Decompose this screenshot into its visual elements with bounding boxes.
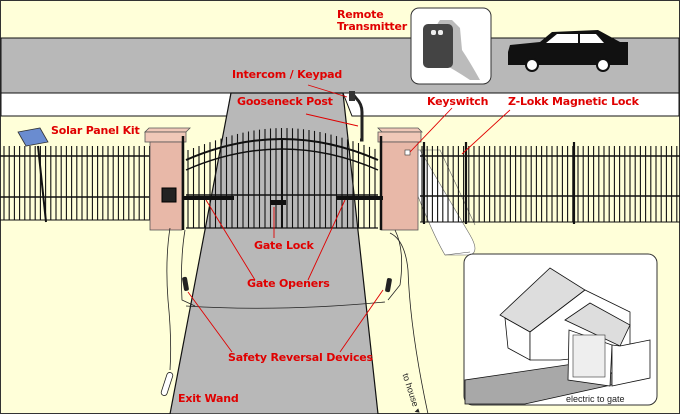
remote-transmitter-icon [410,7,492,85]
wire-left [181,229,196,307]
fence-left [0,146,151,221]
label-gooseneck-post: Gooseneck Post [237,95,333,108]
label-remote-transmitter: Remote Transmitter [337,9,407,33]
house-inset-icon [444,251,658,406]
gooseneck-post [350,92,364,142]
label-electric-to-gate: electric to gate [566,394,625,404]
wire-to-house [389,232,429,414]
control-box [161,187,177,203]
pillar-left [144,127,191,231]
intercom-keypad-icon [349,91,355,101]
label-gate-lock: Gate Lock [254,239,314,252]
label-gate-openers: Gate Openers [247,277,330,290]
label-safety-reversal-devices: Safety Reversal Devices [228,351,373,364]
wire-exit-wand [166,227,172,371]
keyswitch-icon [404,149,411,156]
gate-arch [185,138,379,161]
label-remote-line2: Transmitter [337,20,407,33]
label-remote-line1: Remote [337,8,384,21]
safety-reversal-device-right [385,278,392,293]
label-keyswitch: Keyswitch [427,95,489,108]
car-icon [508,30,628,72]
exit-wand-icon [160,372,174,396]
label-zlokk-magnetic-lock: Z-Lokk Magnetic Lock [508,95,639,108]
label-exit-wand: Exit Wand [178,392,239,405]
safety-reversal-device-left [182,276,189,291]
gate-lock-icon [270,200,286,205]
pillar-right [377,127,423,231]
fence-right [420,142,680,224]
solar-panel-icon [17,127,49,223]
wire-right [387,229,403,301]
label-solar-panel-kit: Solar Panel Kit [51,124,140,137]
gate-opener-right [337,196,383,200]
sidewalk-left [0,92,232,117]
label-intercom-keypad: Intercom / Keypad [232,68,343,81]
gate-opener-left [184,196,234,200]
